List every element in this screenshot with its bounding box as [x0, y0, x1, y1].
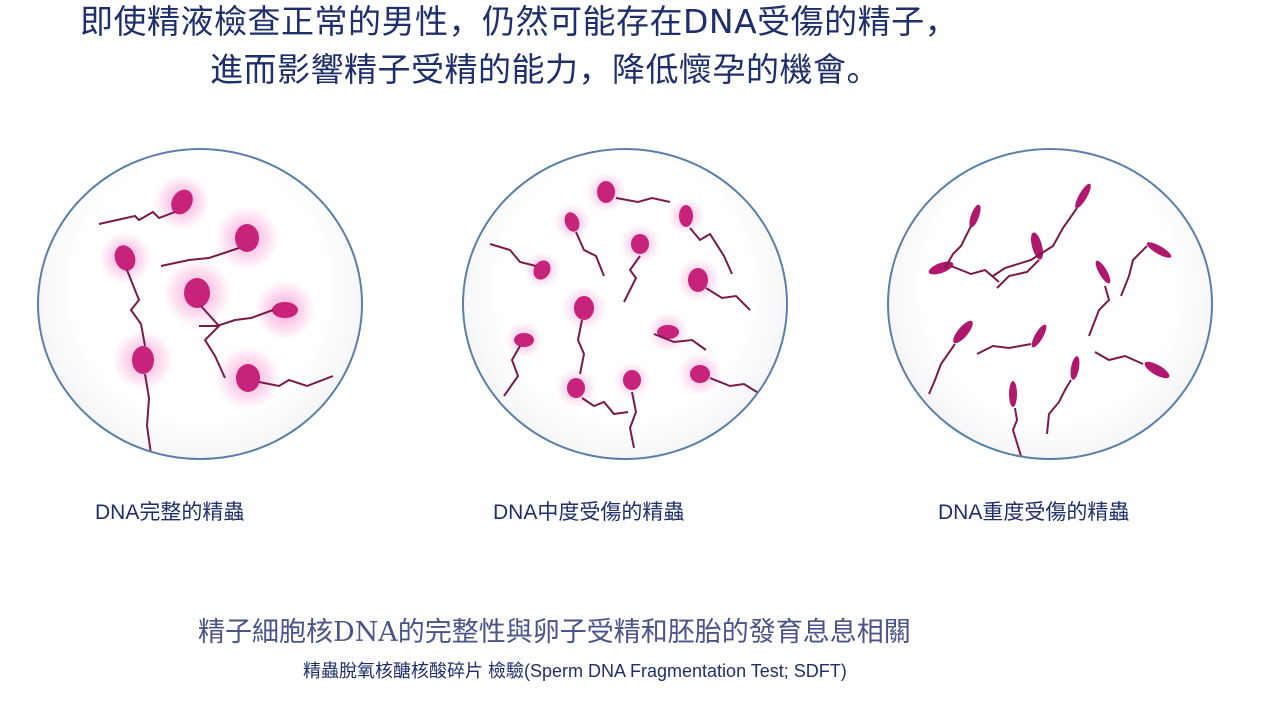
petri-dish-intact	[37, 148, 363, 460]
sperm-illustration-moderate	[489, 172, 761, 449]
sperm-illustration-severe	[928, 183, 1172, 457]
petri-dish-severe	[887, 148, 1213, 460]
footer-main-text: 精子細胞核DNA的完整性與卵子受精和胚胎的發育息息相關	[198, 617, 911, 648]
petri-dish-moderate	[462, 148, 788, 460]
title-line-1: 即使精液檢查正常的男性，仍然可能存在DNA受傷的精子，	[80, 2, 959, 41]
caption-moderate: DNA中度受傷的精蟲	[493, 501, 685, 524]
title-line-2: 進而影響精子受精的能力，降低懷孕的機會。	[210, 50, 880, 89]
sperm-illustration-intact	[98, 174, 334, 455]
footer-sub-text: 精蟲脫氧核醣核酸碎片 檢驗(Sperm DNA Fragmentation Te…	[303, 661, 847, 681]
caption-intact: DNA完整的精蟲	[95, 501, 245, 524]
caption-severe: DNA重度受傷的精蟲	[938, 501, 1130, 524]
